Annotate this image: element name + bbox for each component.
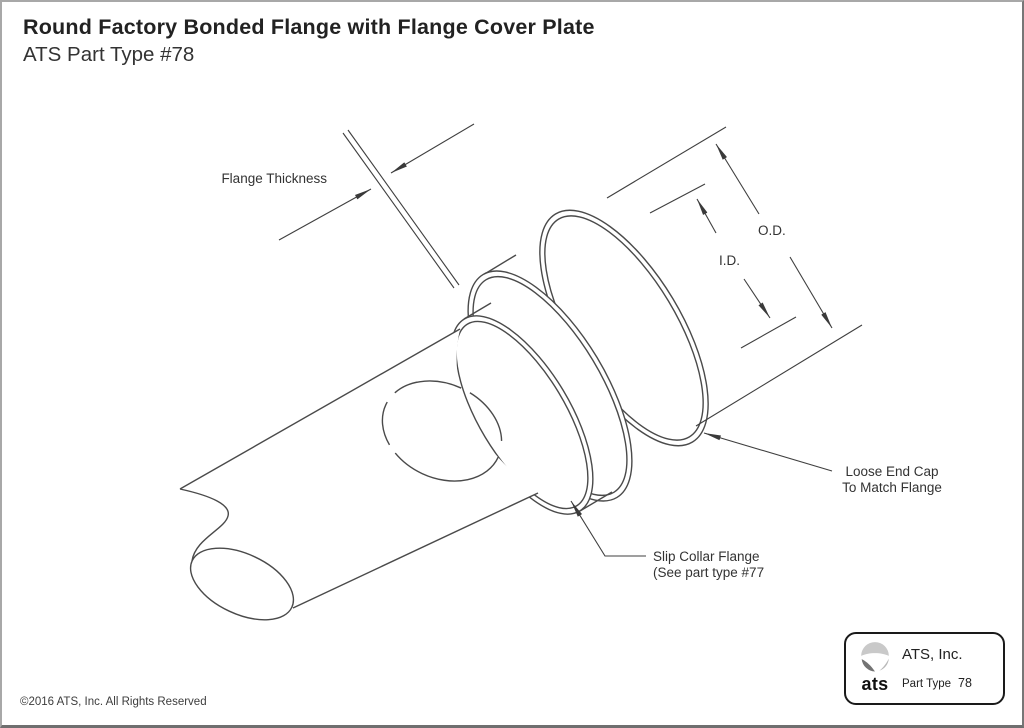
od-arrow-bottom — [789, 256, 833, 329]
part-type-label: Part Type — [902, 678, 952, 690]
loose-end-cap-label-line1: Loose End Cap — [845, 464, 938, 479]
loose-end-cap-label-line2: To Match Flange — [842, 480, 942, 495]
callout-slip-collar: Slip Collar Flange (See part type #77 — [570, 500, 764, 580]
callout-loose-end-cap: Loose End Cap To Match Flange — [703, 432, 942, 495]
page-title: Round Factory Bonded Flange with Flange … — [23, 15, 595, 39]
copyright-text: ©2016 ATS, Inc. All Rights Reserved — [20, 696, 207, 708]
slip-collar-label-line2: (See part type #77 — [653, 565, 764, 580]
collar-edge-tangent-bottom — [579, 491, 613, 512]
part-type-field: Part Type 78 — [902, 676, 972, 690]
id-extension-line-top — [649, 183, 706, 214]
pipe-bottom-edge — [292, 492, 539, 609]
pipe-top-edge — [179, 328, 461, 490]
od-extension-line-top — [606, 126, 727, 199]
loose-end-cap-leader — [703, 432, 833, 472]
slip-collar-leader — [570, 500, 646, 557]
id-label: I.D. — [719, 253, 740, 268]
id-extension-line-bottom — [740, 316, 797, 349]
od-extension-line-bottom — [695, 324, 863, 427]
ats-logo-wordmark: ats — [861, 674, 889, 694]
dim-id: I.D. — [649, 183, 797, 349]
pipe-break-curve — [179, 488, 229, 562]
dim-od: O.D. — [606, 126, 863, 427]
id-arrow-bottom — [743, 278, 771, 319]
page-subtitle: ATS Part Type #78 — [23, 43, 195, 66]
flange-thickness-arrow-right — [390, 123, 475, 174]
dim-flange-thickness: Flange Thickness — [221, 123, 475, 289]
ats-logo-icon — [861, 642, 889, 672]
slip-collar-label-line1: Slip Collar Flange — [653, 549, 760, 564]
flange-thickness-arrow-left — [278, 188, 372, 241]
od-arrow-top — [715, 143, 760, 215]
flange-thickness-extension-line-2 — [347, 129, 460, 286]
part-type-value: 78 — [958, 676, 972, 690]
od-label: O.D. — [758, 223, 786, 238]
id-arrow-top — [696, 198, 717, 234]
pipe-end-at-collar-arc — [381, 380, 503, 482]
title-block: ats ATS, Inc. Part Type 78 — [844, 632, 1005, 705]
flange-thickness-extension-line-1 — [342, 132, 455, 289]
pipe-body — [180, 329, 538, 621]
flange-thickness-label: Flange Thickness — [221, 171, 327, 186]
pipe-shape — [179, 328, 539, 621]
company-name: ATS, Inc. — [902, 646, 963, 663]
